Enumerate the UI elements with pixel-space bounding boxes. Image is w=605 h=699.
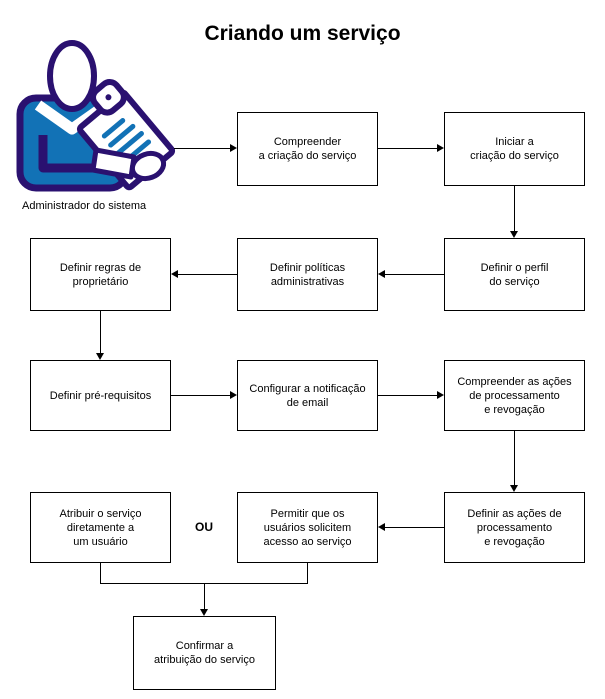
connector-profile-to-admin-policies [385,274,444,275]
arrowhead-profile-to-admin-policies [378,270,385,278]
node-confirm-assignment: Confirmar a atribuição do serviço [133,616,276,690]
connector-assign-directly-down [100,563,101,583]
node-assign-directly: Atribuir o serviço diretamente a um usuá… [30,492,171,563]
admin-user-clipboard-icon [10,35,190,200]
node-allow-users-request: Permitir que os usuários solicitem acess… [237,492,378,563]
arrowhead-merge-to-confirm [200,609,208,616]
person-hand [129,150,167,182]
connector-admin-policies-to-owner-rules [178,274,237,275]
connector-prerequisites-to-email [171,395,230,396]
connector-understand-to-initiate [378,148,437,149]
person-head [47,40,97,112]
connector-allow-users-down [307,563,308,583]
arrowhead-define-actions-to-allow-users [378,523,385,531]
node-configure-email-notification: Configurar a notificação de email [237,360,378,431]
arrowhead-admin-policies-to-owner-rules [171,270,178,278]
connector-define-actions-to-allow-users [385,527,444,528]
node-define-prerequisites: Definir pré-requisitos [30,360,171,431]
arrowhead-understand-actions-to-define-actions [510,485,518,492]
connector-merge-bar [100,583,308,584]
node-understand-creation: Compreender a criação do serviço [237,112,378,186]
node-understand-actions: Compreender as ações de processamento e … [444,360,585,431]
arrowhead-prerequisites-to-email [230,391,237,399]
page-title: Criando um serviço [204,22,401,45]
node-define-admin-policies: Definir políticas administrativas [237,238,378,311]
connector-initiate-to-profile [514,186,515,231]
connector-merge-to-confirm [204,584,205,609]
arrowhead-actor-to-understand [230,144,237,152]
node-define-profile: Definir o perfil do serviço [444,238,585,311]
or-label: OU [195,520,213,534]
node-initiate-creation: Iniciar a criação do serviço [444,112,585,186]
arrowhead-initiate-to-profile [510,231,518,238]
actor-label: Administrador do sistema [22,200,147,212]
arrowhead-understand-to-initiate [437,144,444,152]
arrowhead-email-to-understand-actions [437,391,444,399]
node-define-owner-rules: Definir regras de proprietário [30,238,171,311]
connector-email-to-understand-actions [378,395,437,396]
arrowhead-owner-rules-to-prerequisites [96,353,104,360]
person-wrist [90,147,137,180]
clipboard-clip-dot [105,94,112,101]
connector-owner-rules-to-prerequisites [100,311,101,353]
node-define-actions: Definir as ações de processamento e revo… [444,492,585,563]
admin-user-icon [16,40,176,192]
connector-actor-to-understand [174,148,230,149]
connector-understand-actions-to-define-actions [514,431,515,485]
